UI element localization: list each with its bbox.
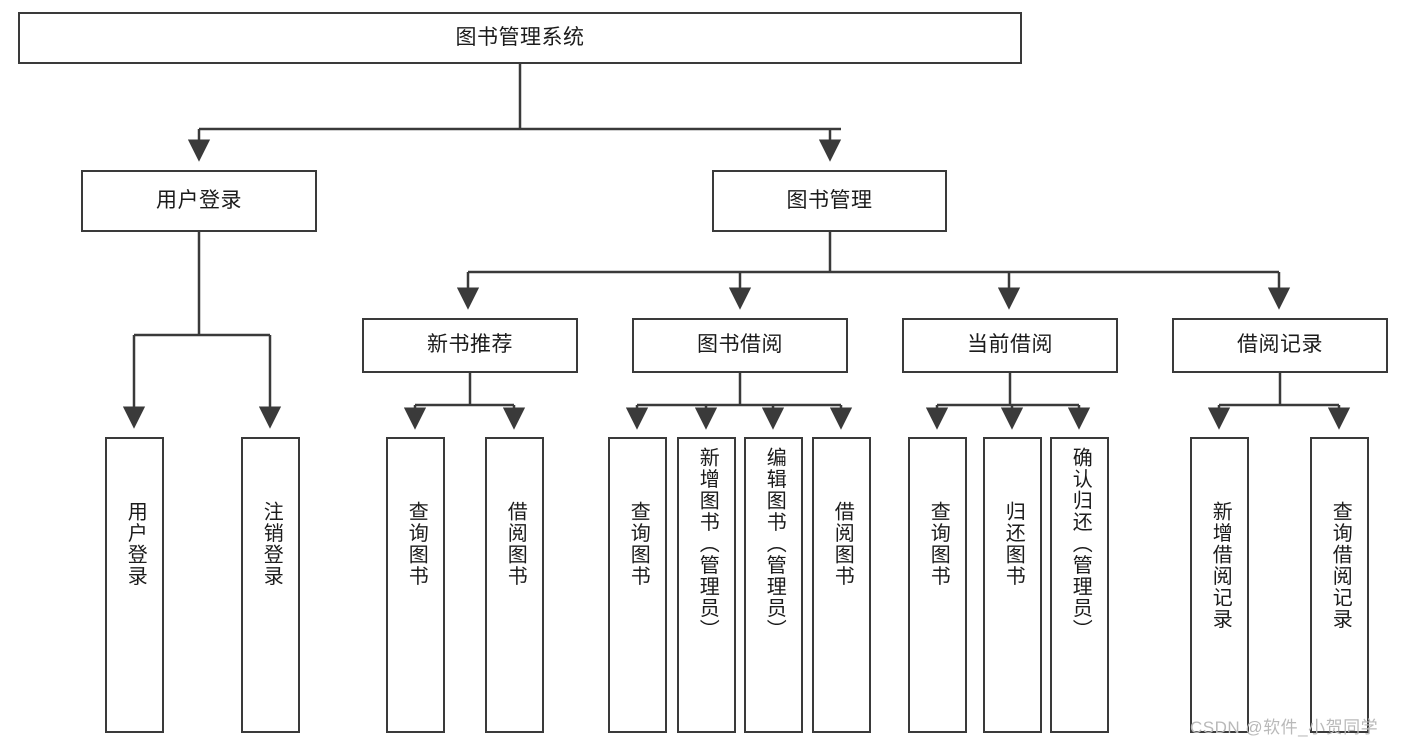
leaf-query-book-current-label: 查询图书 — [927, 501, 950, 587]
node-book-borrow-label: 图书借阅 — [697, 333, 783, 357]
node-current-borrow-label: 当前借阅 — [967, 333, 1053, 357]
node-root-label: 图书管理系统 — [455, 25, 585, 49]
leaf-user-login-label: 用户登录 — [124, 501, 147, 587]
node-user-login[interactable]: 用户登录 — [81, 170, 317, 232]
leaf-add-borrow-record-label: 新增借阅记录 — [1209, 501, 1232, 630]
node-book-management[interactable]: 图书管理 — [712, 170, 947, 232]
csdn-watermark: CSDN @软件_小贺同学 — [1190, 718, 1379, 737]
leaf-add-borrow-record[interactable]: 新增借阅记录 — [1190, 437, 1249, 733]
node-root[interactable]: 图书管理系统 — [18, 12, 1022, 64]
leaf-query-book-current[interactable]: 查询图书 — [908, 437, 967, 733]
leaf-borrow-book-recommend[interactable]: 借阅图书 — [485, 437, 544, 733]
leaf-user-logout-label: 注销登录 — [260, 501, 283, 587]
node-current-borrow[interactable]: 当前借阅 — [902, 318, 1118, 373]
node-book-borrow[interactable]: 图书借阅 — [632, 318, 848, 373]
node-borrow-records-label: 借阅记录 — [1237, 333, 1323, 357]
leaf-return-book-label: 归还图书 — [1002, 501, 1025, 587]
node-book-management-label: 图书管理 — [786, 188, 873, 212]
node-borrow-records[interactable]: 借阅记录 — [1172, 318, 1388, 373]
leaf-edit-book-admin[interactable]: 编辑图书（管理员） — [744, 437, 803, 733]
leaf-borrow-book-label: 借阅图书 — [831, 501, 854, 587]
leaf-query-book-recommend[interactable]: 查询图书 — [386, 437, 445, 733]
leaf-user-logout[interactable]: 注销登录 — [241, 437, 300, 733]
leaf-query-book-borrow-label: 查询图书 — [627, 501, 650, 587]
leaf-borrow-book[interactable]: 借阅图书 — [812, 437, 871, 733]
leaf-confirm-return-admin-label: 确认归还（管理员） — [1069, 447, 1092, 641]
leaf-query-book-borrow[interactable]: 查询图书 — [608, 437, 667, 733]
leaf-query-borrow-record[interactable]: 查询借阅记录 — [1310, 437, 1369, 733]
node-new-book-recommend[interactable]: 新书推荐 — [362, 318, 578, 373]
leaf-user-login[interactable]: 用户登录 — [105, 437, 164, 733]
node-user-login-label: 用户登录 — [156, 188, 242, 212]
leaf-add-book-admin-label: 新增图书（管理员） — [696, 447, 719, 641]
leaf-confirm-return-admin[interactable]: 确认归还（管理员） — [1050, 437, 1109, 733]
leaf-add-book-admin[interactable]: 新增图书（管理员） — [677, 437, 736, 733]
leaf-borrow-book-recommend-label: 借阅图书 — [504, 501, 527, 587]
leaf-return-book[interactable]: 归还图书 — [983, 437, 1042, 733]
leaf-query-borrow-record-label: 查询借阅记录 — [1329, 501, 1352, 630]
leaf-edit-book-admin-label: 编辑图书（管理员） — [763, 447, 786, 641]
node-new-book-recommend-label: 新书推荐 — [427, 333, 513, 357]
leaf-query-book-recommend-label: 查询图书 — [405, 501, 428, 587]
